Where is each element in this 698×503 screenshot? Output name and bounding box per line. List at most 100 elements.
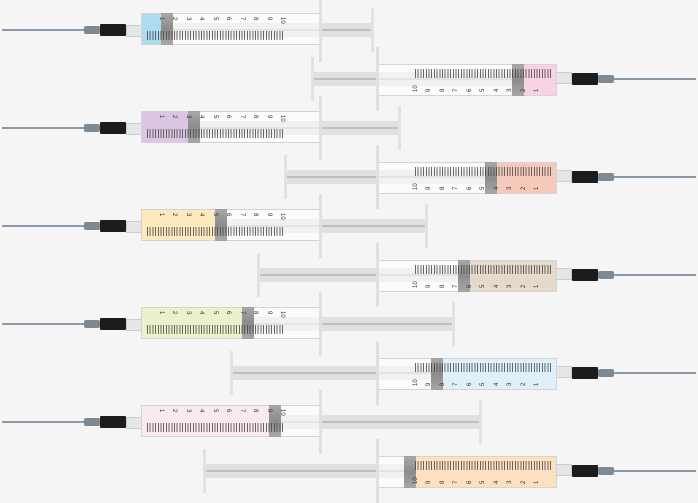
- scale-label: 4: [198, 409, 204, 413]
- scale-label: 3: [184, 311, 191, 315]
- scale-label: 6: [225, 409, 231, 413]
- scale-label: 2: [171, 409, 177, 413]
- scale-label: 9: [265, 213, 272, 217]
- scale-label: 10: [279, 409, 285, 416]
- needle: [2, 421, 88, 423]
- needle: [610, 78, 696, 80]
- scale-label: 6: [467, 88, 473, 92]
- scale-label: 4: [494, 480, 500, 484]
- scale-label: 3: [184, 409, 191, 413]
- scale-label: 8: [252, 311, 258, 315]
- scale-label: 8: [440, 186, 446, 190]
- scale-ticks: [415, 69, 551, 78]
- scale-label: 4: [198, 311, 204, 315]
- scale-ticks: [415, 363, 551, 372]
- scale-label: 7: [238, 213, 245, 217]
- scale-label: 6: [225, 213, 231, 217]
- scale-label: 7: [453, 480, 460, 484]
- scale-label: 6: [225, 115, 231, 119]
- scale-label: 5: [480, 480, 487, 484]
- scale-label: 9: [426, 284, 433, 288]
- scale-label: 1: [157, 409, 164, 413]
- needle: [2, 323, 88, 325]
- scale-label: 9: [426, 480, 433, 484]
- scale-label: 5: [211, 311, 218, 315]
- scale-label: 6: [467, 186, 473, 190]
- scale-label: 3: [507, 284, 514, 288]
- needle-hub-black: [100, 122, 126, 134]
- needle-hub: [84, 124, 100, 132]
- scale-label: 5: [211, 17, 218, 21]
- scale-label: 7: [238, 311, 245, 315]
- scale-label: 9: [265, 115, 272, 119]
- scale-label: 4: [494, 284, 500, 288]
- scale-label: 10: [413, 477, 419, 484]
- scale-label: 7: [453, 382, 460, 386]
- scale-label: 3: [184, 17, 191, 21]
- scale-label: 9: [265, 311, 272, 315]
- scale-label: 7: [453, 186, 460, 190]
- scale-label: 10: [413, 183, 419, 190]
- scale-label: 7: [238, 17, 245, 21]
- scale-label: 7: [453, 88, 460, 92]
- needle-hub: [84, 222, 100, 230]
- scale-label: 8: [440, 284, 446, 288]
- scale-ticks: [147, 325, 283, 334]
- scale-label: 5: [480, 186, 487, 190]
- scale-label: 3: [184, 213, 191, 217]
- plunger-rod-line: [226, 225, 425, 227]
- scale-label: 5: [211, 213, 218, 217]
- needle-hub-black: [572, 465, 598, 477]
- needle-hub: [598, 369, 614, 377]
- scale-label: 6: [225, 17, 231, 21]
- scale-label: 3: [507, 186, 514, 190]
- needle-hub: [84, 320, 100, 328]
- scale-label: 8: [252, 213, 258, 217]
- scale-ticks: [147, 423, 283, 432]
- plunger-thumb-rest: [397, 106, 401, 150]
- scale-label: 1: [534, 88, 541, 92]
- scale-label: 9: [265, 409, 272, 413]
- scale-ticks: [147, 227, 283, 236]
- needle-hub-black: [572, 73, 598, 85]
- needle-hub-black: [572, 367, 598, 379]
- scale-label: 9: [426, 382, 433, 386]
- scale-label: 1: [534, 382, 541, 386]
- needle-hub-black: [100, 416, 126, 428]
- scale-label: 8: [252, 409, 258, 413]
- scale-label: 4: [198, 17, 204, 21]
- scale-label: 6: [467, 480, 473, 484]
- plunger-thumb-rest: [424, 204, 428, 248]
- scale-label: 3: [507, 382, 514, 386]
- barrel-flange: [319, 0, 322, 62]
- scale-label: 1: [534, 480, 541, 484]
- scale-label: 2: [521, 284, 527, 288]
- scale-label: 2: [171, 213, 177, 217]
- scale-label: 4: [494, 186, 500, 190]
- scale-label: 1: [157, 213, 164, 217]
- scale-label: 9: [426, 88, 433, 92]
- barrel-flange: [319, 292, 322, 356]
- needle-hub: [598, 467, 614, 475]
- barrel-flange: [319, 96, 322, 160]
- scale-label: 7: [238, 115, 245, 119]
- scale-label: 8: [440, 88, 446, 92]
- plunger-thumb-rest: [451, 302, 455, 346]
- scale-label: 10: [279, 213, 285, 220]
- scale-label: 2: [521, 88, 527, 92]
- scale-label: 2: [521, 382, 527, 386]
- scale-label: 9: [426, 186, 433, 190]
- scale-label: 2: [171, 17, 177, 21]
- scale-label: 6: [467, 382, 473, 386]
- barrel-flange: [319, 194, 322, 258]
- scale-label: 4: [198, 115, 204, 119]
- scale-label: 1: [534, 186, 541, 190]
- plunger-thumb-rest: [257, 253, 260, 297]
- needle-hub: [84, 26, 100, 34]
- scale-label: 8: [440, 480, 446, 484]
- scale-label: 3: [507, 480, 514, 484]
- plunger-thumb-rest: [370, 8, 374, 52]
